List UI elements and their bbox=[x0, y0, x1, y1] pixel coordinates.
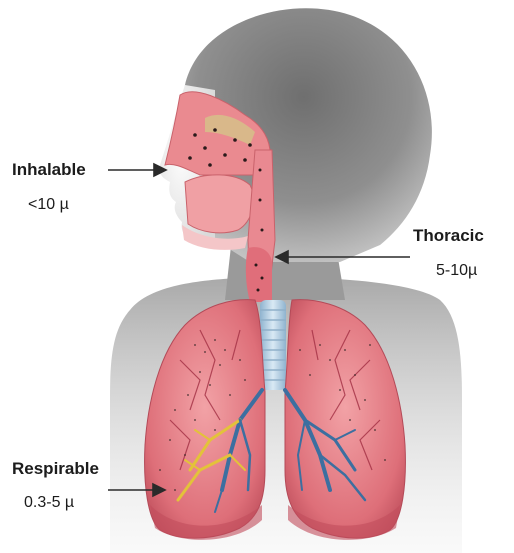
tongue bbox=[185, 175, 254, 233]
inhalable-size: <10 µ bbox=[28, 196, 69, 214]
thoracic-title: Thoracic bbox=[413, 226, 484, 246]
inhalable-title: Inhalable bbox=[12, 160, 86, 180]
thoracic-size: 5-10µ bbox=[436, 262, 477, 280]
respirable-size: 0.3-5 µ bbox=[24, 494, 74, 512]
larynx bbox=[246, 247, 272, 302]
respirable-title: Respirable bbox=[12, 459, 99, 479]
